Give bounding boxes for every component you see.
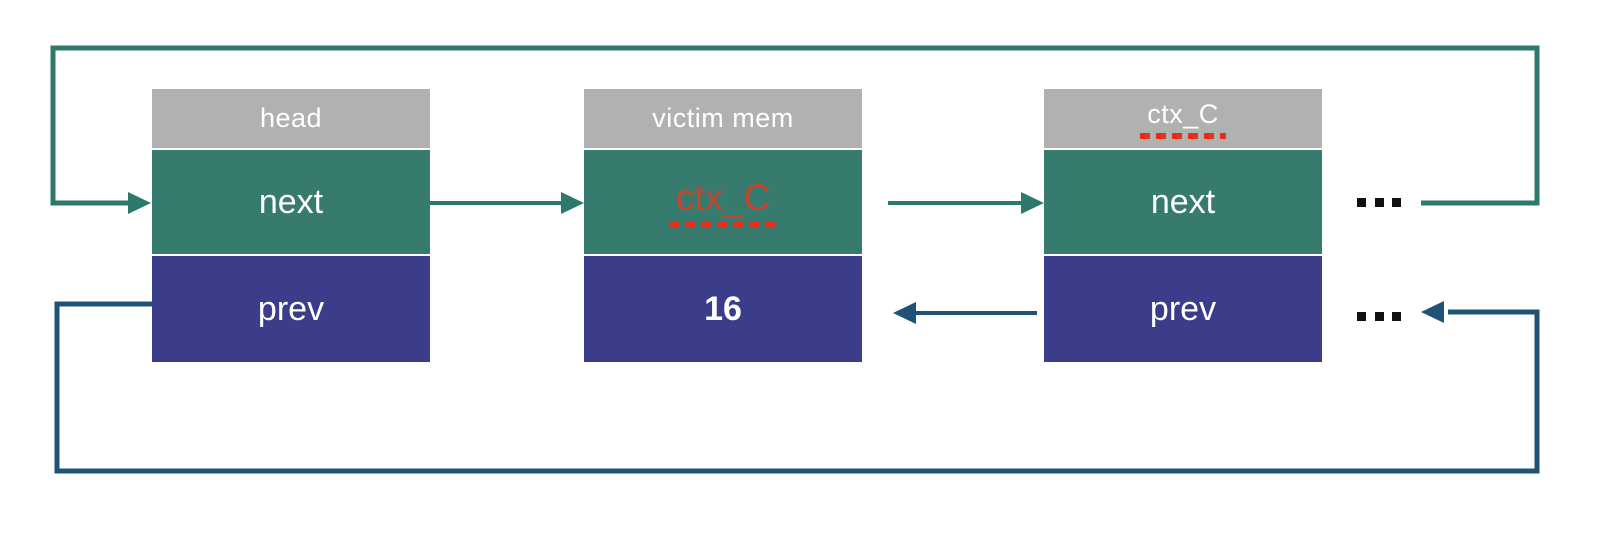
node-head: head next prev <box>152 89 430 362</box>
node-header-label: head <box>259 103 323 133</box>
prev-cell: 16 <box>584 256 862 362</box>
next-cell-label: next <box>1150 182 1216 221</box>
prev-cell-label: prev <box>1149 289 1217 328</box>
ellipsis-prev-icon <box>1357 312 1401 321</box>
node-victim-mem: victim mem ctx_C 16 <box>584 89 862 362</box>
next-cell-label: ctx_C <box>675 176 771 218</box>
spellcheck-underline-icon <box>1140 132 1226 139</box>
node-header: victim mem <box>584 89 862 148</box>
node-header-label: ctx_C <box>1147 98 1219 129</box>
prev-cell-value: 16 <box>704 289 742 328</box>
node-header-title: ctx_C <box>1140 98 1226 139</box>
ellipsis-next-icon <box>1357 198 1401 207</box>
prev-cell-label: prev <box>257 289 325 328</box>
ctxc-to-victim-prev-arrow <box>893 302 1037 324</box>
prev-cell: prev <box>152 256 430 362</box>
head-to-victim-next-arrow <box>429 192 584 214</box>
victim-to-ctxc-next-arrow <box>888 192 1044 214</box>
circular-prev-link-line <box>54 301 1540 474</box>
node-header: ctx_C <box>1044 89 1322 148</box>
spellcheck-underline-icon <box>668 221 778 228</box>
circular-next-link-line <box>50 45 1540 214</box>
arrow-head-icon <box>893 302 916 324</box>
next-cell: next <box>152 150 430 254</box>
arrow-head-icon <box>128 192 151 214</box>
corrupted-pointer: ctx_C <box>668 176 778 228</box>
next-cell: ctx_C <box>584 150 862 254</box>
next-cell-label: next <box>258 182 324 221</box>
next-cell: next <box>1044 150 1322 254</box>
arrow-head-icon <box>561 192 584 214</box>
node-ctx-c: ctx_C next prev <box>1044 89 1322 362</box>
arrow-head-icon <box>1421 301 1444 323</box>
prev-cell: prev <box>1044 256 1322 362</box>
node-header-label: victim mem <box>652 103 794 133</box>
node-header: head <box>152 89 430 148</box>
arrow-head-icon <box>1021 192 1044 214</box>
